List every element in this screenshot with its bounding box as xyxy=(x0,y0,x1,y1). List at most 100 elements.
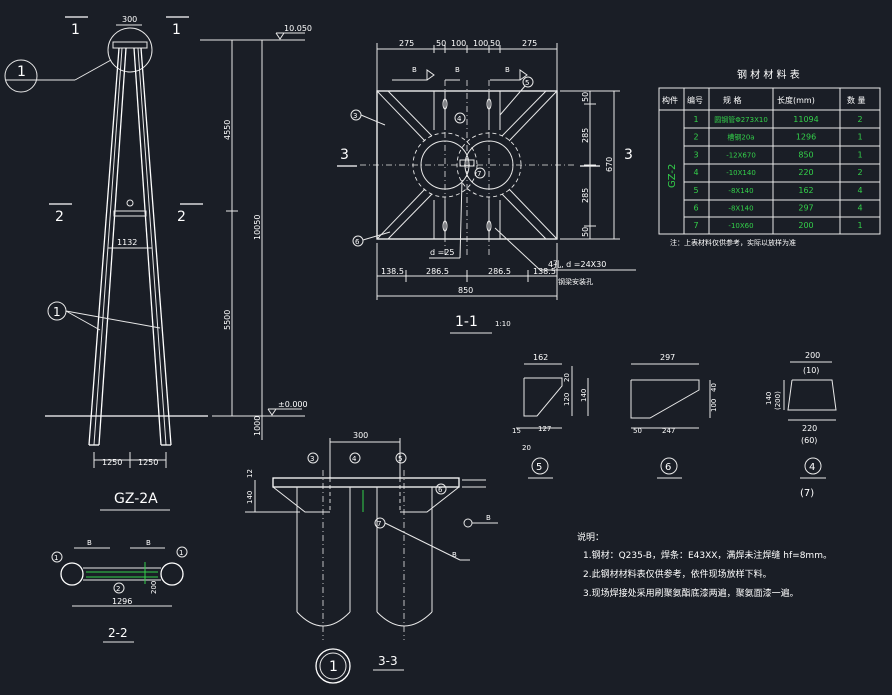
bolt-note: 4孔, d =24X30 xyxy=(548,260,606,269)
s22-callout-1b: 1 xyxy=(179,549,183,557)
p4-top-dim: 200 xyxy=(805,351,820,360)
note-2: 2.此钢材材料表仅供参考，依件现场放样下料。 xyxy=(583,568,772,580)
plan-1-1: 275 50 100 100 50 275 B B B xyxy=(337,39,636,334)
callout-4a: 4 xyxy=(457,115,462,123)
p5-h1: 20 xyxy=(563,373,571,382)
p5-h2: 120 xyxy=(563,393,571,406)
p4-label: 4 xyxy=(809,462,815,473)
section-mark-3-left: 3 xyxy=(340,147,349,163)
s33-h2: 140 xyxy=(246,491,254,504)
s33-cut-1: B xyxy=(486,514,491,522)
stamp-number: 1 xyxy=(329,659,338,675)
s33-width: 300 xyxy=(353,431,368,440)
plan-right-dim-1: 285 xyxy=(581,128,590,143)
detail-callout xyxy=(4,59,38,93)
table-cell-no: 5 xyxy=(693,186,698,195)
cut-b-3: B xyxy=(505,66,510,74)
general-notes: 说明： 1.钢材：Q235-B，焊条：E43XX，满焊未注焊缝 hf=8mm。 … xyxy=(577,531,832,599)
table-cell-spec: 圆钢管Φ273X10 xyxy=(714,115,768,124)
base-left-dim: 1250 xyxy=(102,458,122,467)
table-cell-no: 3 xyxy=(693,150,698,159)
plan-top-dim-3: 100 xyxy=(451,39,466,48)
plan-bottom-dim-2: 286.5 xyxy=(426,267,449,276)
detail-circle xyxy=(107,27,153,73)
section-mark-2-right: 2 xyxy=(177,209,186,225)
table-cell-spec: -10X60 xyxy=(728,222,753,230)
table-group: GZ-2 xyxy=(667,164,678,188)
table-cell-length: 850 xyxy=(798,150,813,159)
dim-upper: 4550 xyxy=(223,120,232,140)
s22-dim: 1296 xyxy=(112,597,132,606)
table-cell-length: 11094 xyxy=(793,115,818,124)
table-cell-length: 220 xyxy=(798,168,813,177)
table-cell-qty: 4 xyxy=(857,186,862,195)
callout-7: 7 xyxy=(477,170,481,178)
header-number: 编号 xyxy=(687,95,703,105)
cut-b-1: B xyxy=(412,66,417,74)
s22-title: 2-2 xyxy=(108,626,128,640)
s33-callout-6: 6 xyxy=(438,486,443,494)
level-top: 10.050 xyxy=(284,24,312,33)
mid-width-dim: 1132 xyxy=(117,238,137,247)
table-cell-qty: 1 xyxy=(857,221,862,230)
plan-right-dim-top: 50 xyxy=(581,92,590,102)
p5-label: 5 xyxy=(536,462,542,473)
s33-callout-3: 3 xyxy=(310,455,314,463)
plan-total-width: 850 xyxy=(458,286,473,295)
plan-right-dim-2: 285 xyxy=(581,188,590,203)
note-3: 3.现场焊接处采用刷聚氨酯底漆两遍，聚氨面漆一遍。 xyxy=(583,587,799,599)
plan-top-dim-2: 50 xyxy=(436,39,446,48)
p6-h1: 40 xyxy=(710,383,718,392)
callout-3: 3 xyxy=(353,112,357,120)
section-mark-2-left: 2 xyxy=(55,209,64,225)
p6-top-dim: 297 xyxy=(660,353,675,362)
table-cell-spec: -8X140 xyxy=(728,187,753,195)
p5-h3: 140 xyxy=(580,389,588,402)
s33-callout-7: 7 xyxy=(377,520,381,528)
s33-callout-5: 5 xyxy=(398,455,402,463)
header-length: 长度(mm) xyxy=(777,95,815,105)
member-callout-text: 1 xyxy=(53,305,61,319)
callout-6: 6 xyxy=(355,238,360,246)
table-cell-qty: 2 xyxy=(857,115,862,124)
plan-top-dim-5: 50 xyxy=(490,39,500,48)
dim-lower: 5500 xyxy=(223,310,232,330)
p6-b1: 50 xyxy=(633,427,642,435)
table-cell-no: 2 xyxy=(693,133,698,142)
level-zero: ±0.000 xyxy=(278,400,308,409)
s33-cut-2: B xyxy=(452,551,457,559)
note-1: 1.钢材：Q235-B，焊条：E43XX，满焊未注焊缝 hf=8mm。 xyxy=(583,549,832,561)
notes-head: 说明： xyxy=(577,531,604,543)
dim-total: 10050 xyxy=(253,215,262,240)
section-mark-3-right: 3 xyxy=(624,147,633,163)
table-cell-no: 1 xyxy=(693,115,698,124)
plan-scale: 1:10 xyxy=(495,320,511,328)
table-cell-length: 200 xyxy=(798,221,813,230)
header-qty: 数 量 xyxy=(847,95,866,105)
dim-base: 1000 xyxy=(253,416,262,436)
plan-top-dim-1: 275 xyxy=(399,39,414,48)
p4-label2: (7) xyxy=(800,488,814,499)
section-mark-1-left: 1 xyxy=(71,22,80,38)
header-spec: 规 格 xyxy=(723,95,742,105)
bolt-note-2: 钢梁安装孔 xyxy=(558,277,593,286)
callout-5: 5 xyxy=(525,79,529,87)
base-right-dim: 1250 xyxy=(138,458,158,467)
table-cell-spec: -10X140 xyxy=(726,169,756,177)
table-cell-spec: -12X670 xyxy=(726,151,756,159)
column-elevation: 1 1 300 1 2 2 1132 1 xyxy=(4,15,312,511)
hole-note: d =25 xyxy=(430,248,455,257)
p5-b2: 127 xyxy=(538,425,551,433)
table-cell-length: 162 xyxy=(798,186,813,195)
detail-part-4: 200 (10) 140 (200) 220 (60) 4 (7) xyxy=(765,351,837,499)
s22-height: 200 xyxy=(150,581,158,594)
stamp-circle xyxy=(315,648,351,684)
table-cell-qty: 4 xyxy=(857,204,862,213)
table-cell-no: 7 xyxy=(693,221,698,230)
s22-callout-2: 2 xyxy=(116,585,120,593)
plan-total-height: 670 xyxy=(605,157,614,172)
p6-label: 6 xyxy=(665,462,671,473)
plan-bottom-dim-3: 286.5 xyxy=(488,267,511,276)
table-cell-no: 6 xyxy=(693,204,698,213)
